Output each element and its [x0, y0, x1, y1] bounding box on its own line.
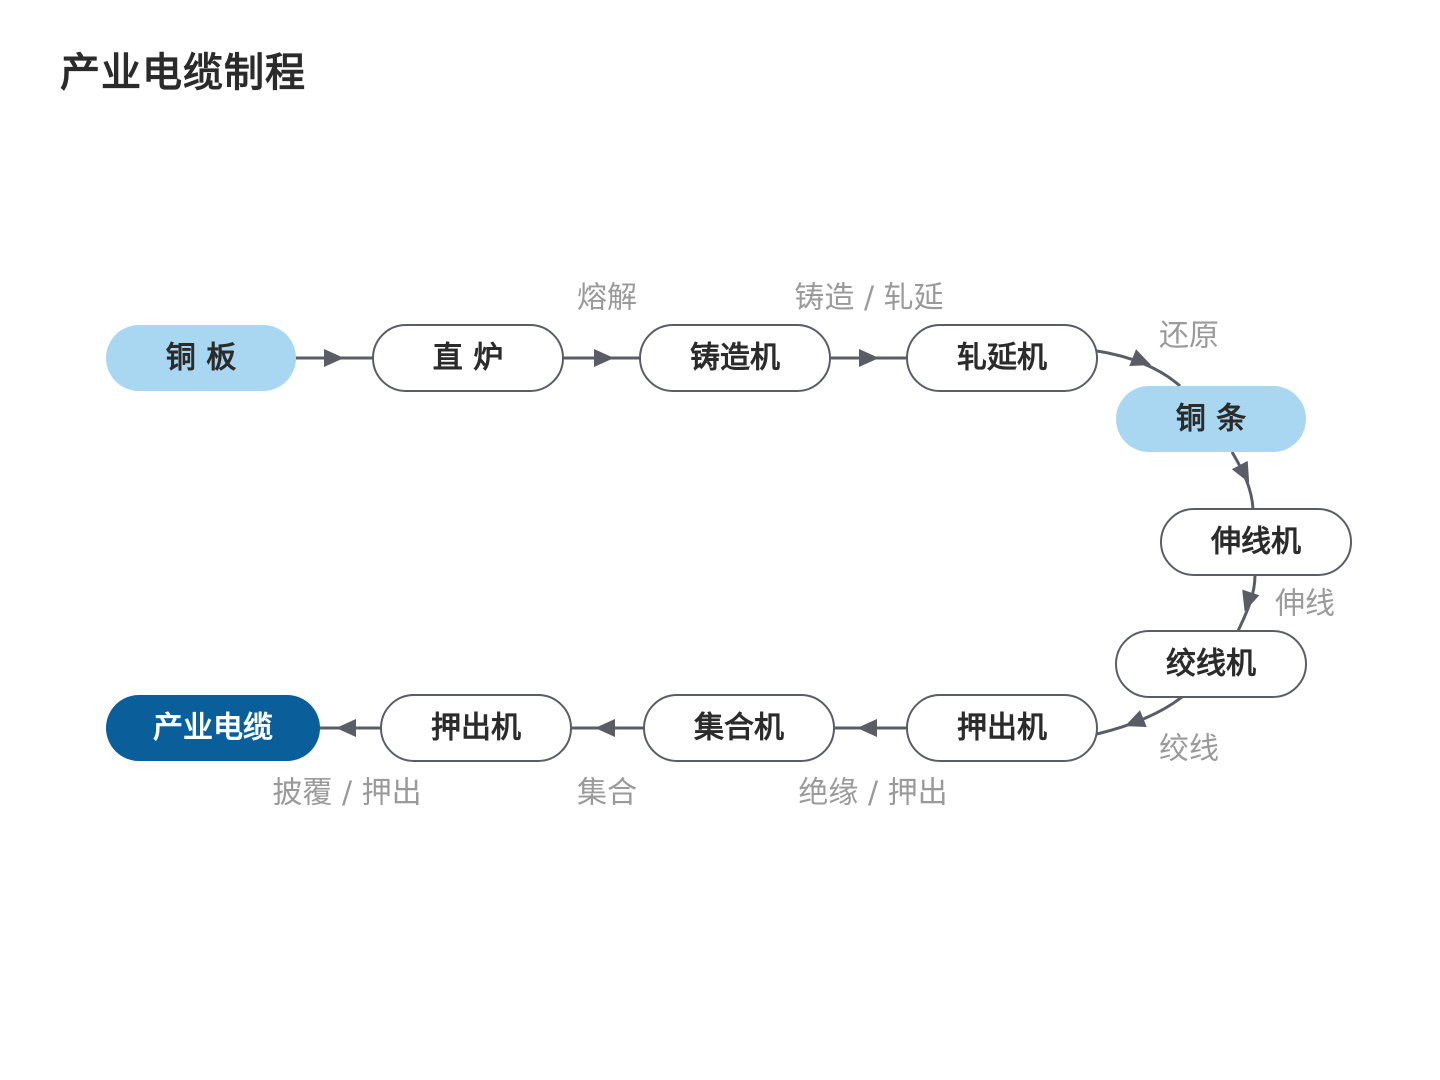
node-box — [906, 694, 1098, 762]
node-casting-machine: 铸造机 — [639, 324, 831, 392]
arrow-head-icon — [595, 719, 615, 737]
node-extruder-1: 押出机 — [906, 694, 1098, 762]
page-title: 产业电缆制程 — [60, 50, 306, 96]
node-box — [380, 694, 572, 762]
node-label: 押出机 — [431, 711, 521, 746]
arrow-head-icon — [324, 349, 344, 367]
node-stranding-machine: 绞线机 — [1115, 630, 1307, 698]
connector-assembly-machine-to-extruder-2 — [571, 719, 644, 737]
connector-rolling-mill-to-copper-rod — [1096, 349, 1182, 388]
node-copper-rod: 铜 条 — [1116, 386, 1306, 452]
step-label-melting: 熔解 — [577, 281, 637, 316]
connector-copper-plate-to-shaft-furnace — [296, 349, 373, 367]
step-label-stranding: 绞线 — [1159, 732, 1219, 767]
arrow-head-icon — [857, 719, 877, 737]
connector-drawing-machine-to-stranding-machine — [1236, 574, 1260, 632]
connector-stranding-machine-to-extruder-1 — [1096, 695, 1183, 736]
connector-line — [1096, 695, 1183, 736]
step-label-drawing: 伸线 — [1275, 587, 1335, 622]
node-copper-plate: 铜 板 — [106, 325, 296, 391]
node-shaft-furnace: 直 炉 — [372, 324, 564, 392]
node-label: 铜 板 — [166, 341, 236, 376]
node-box — [372, 324, 564, 392]
connector-extruder-1-to-assembly-machine — [834, 719, 907, 737]
arrow-head-icon — [1124, 710, 1147, 727]
arrow-head-icon — [1129, 349, 1152, 366]
node-box — [106, 325, 296, 391]
node-rolling-mill: 轧延机 — [906, 324, 1098, 392]
node-assembly-machine: 集合机 — [643, 694, 835, 762]
node-box — [643, 694, 835, 762]
node-box — [639, 324, 831, 392]
node-extruder-2: 押出机 — [380, 694, 572, 762]
node-label: 伸线机 — [1210, 525, 1301, 560]
node-label: 轧延机 — [957, 341, 1047, 376]
node-box — [1115, 630, 1307, 698]
node-box — [106, 695, 320, 761]
connector-shaft-furnace-to-casting-machine — [563, 349, 640, 367]
node-drawing-machine: 伸线机 — [1160, 508, 1352, 576]
node-industrial-cable: 产业电缆 — [106, 695, 320, 761]
node-box — [906, 324, 1098, 392]
connector-copper-rod-to-drawing-machine — [1230, 451, 1255, 510]
node-label: 集合机 — [693, 711, 784, 746]
arrow-head-icon — [1242, 589, 1260, 612]
node-label: 产业电缆 — [153, 711, 273, 746]
connector-line — [1230, 451, 1255, 510]
arrow-head-icon — [1231, 460, 1250, 483]
node-box — [1160, 508, 1352, 576]
step-label-casting-rolling: 铸造 / 轧延 — [794, 281, 943, 316]
connector-casting-machine-to-rolling-mill — [830, 349, 907, 367]
step-label-insulation-extrusion: 绝缘 / 押出 — [798, 776, 947, 811]
node-label: 押出机 — [957, 711, 1047, 746]
node-label: 铜 条 — [1176, 402, 1246, 437]
node-label: 铸造机 — [690, 341, 780, 376]
step-label-assembly: 集合 — [577, 776, 637, 811]
connectors-layer — [296, 349, 1260, 737]
node-box — [1116, 386, 1306, 452]
step-label-reduction: 还原 — [1159, 319, 1219, 354]
arrow-head-icon — [594, 349, 614, 367]
node-label: 绞线机 — [1166, 647, 1256, 682]
node-label: 直 炉 — [433, 341, 503, 376]
step-label-sheathing-extrusion: 披覆 / 押出 — [272, 776, 421, 811]
arrow-head-icon — [336, 719, 356, 737]
arrow-head-icon — [859, 349, 879, 367]
connector-extruder-2-to-industrial-cable — [320, 719, 381, 737]
